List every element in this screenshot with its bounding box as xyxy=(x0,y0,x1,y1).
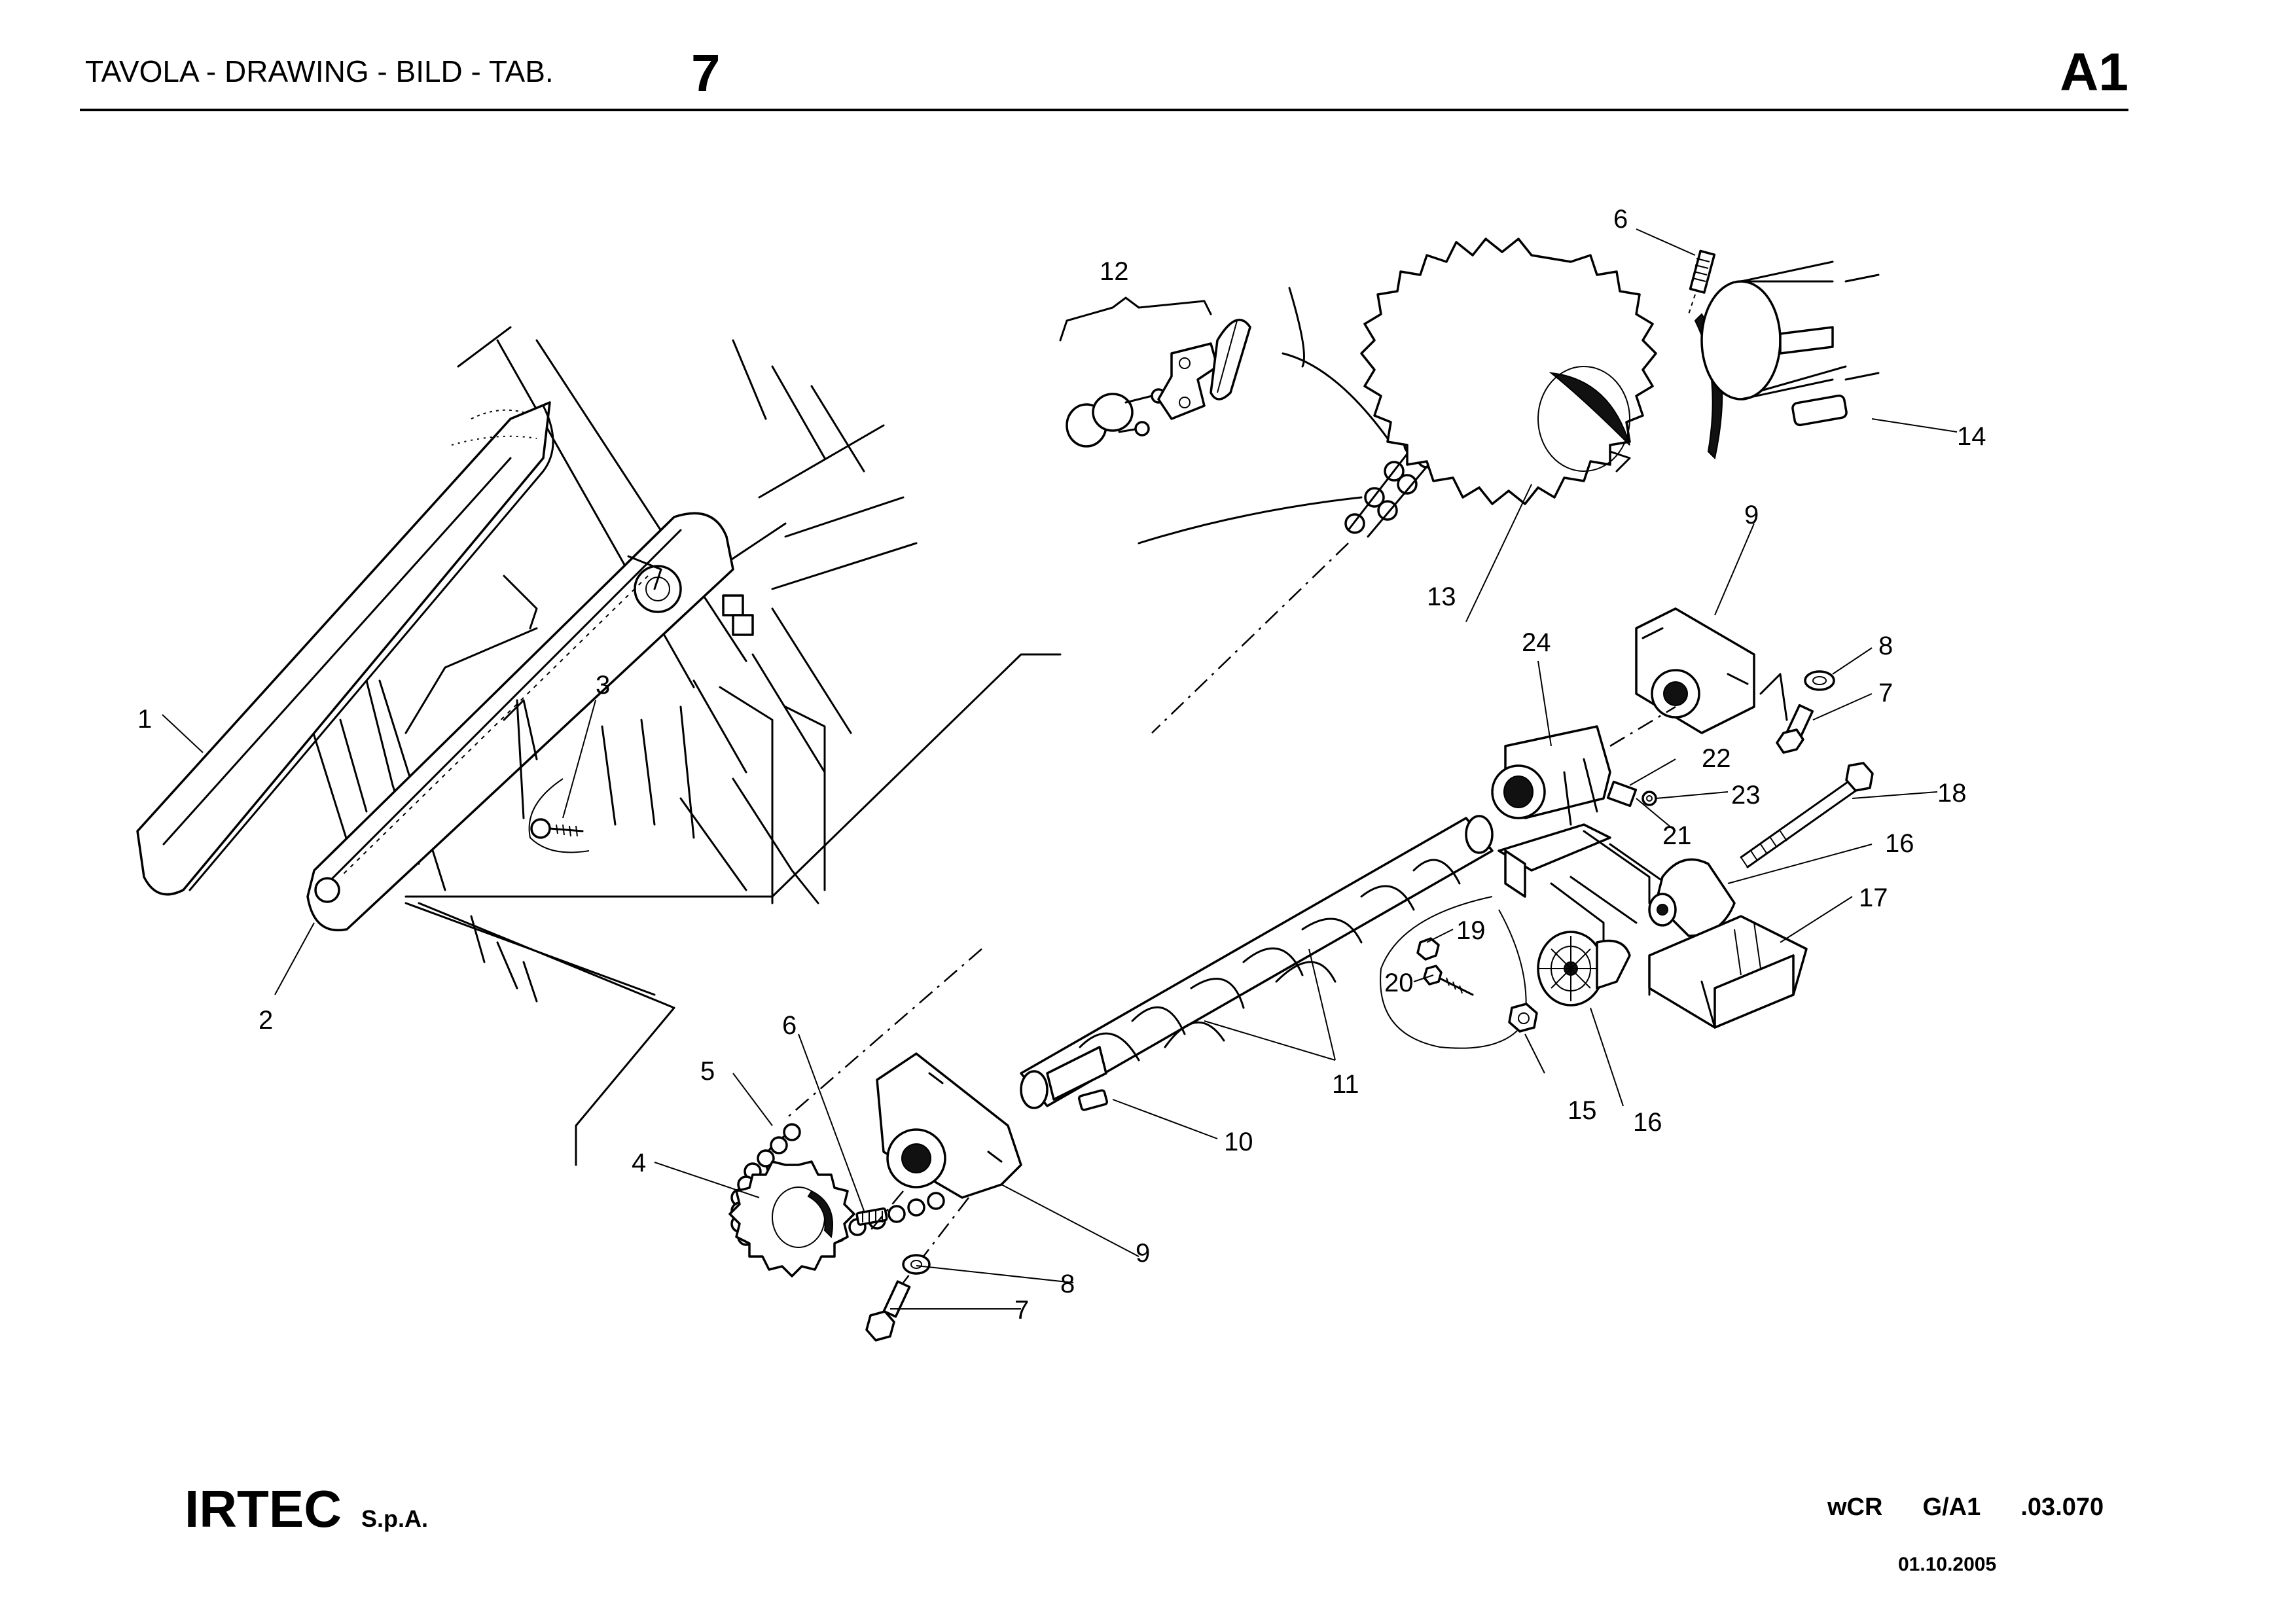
company-legal-suffix: S.p.A. xyxy=(361,1505,429,1532)
callout-23: 23 xyxy=(1731,781,1761,810)
callout-10: 10 xyxy=(1224,1128,1253,1156)
table-number: 7 xyxy=(691,44,721,102)
callout-24: 24 xyxy=(1522,628,1551,657)
callout-6-upper: 6 xyxy=(1613,205,1628,234)
section-code: A1 xyxy=(2060,43,2128,102)
part-7-bolt-lower xyxy=(865,1280,911,1342)
part-8-washer-upper xyxy=(1804,670,1835,691)
callout-4: 4 xyxy=(632,1149,646,1177)
housing-bracket xyxy=(1498,823,1677,950)
part-6-set-screw-upper xyxy=(1688,249,1716,315)
callout-14: 14 xyxy=(1957,422,1986,451)
part-9-bearing-block-upper xyxy=(1635,607,1788,734)
callout-22: 22 xyxy=(1702,744,1731,773)
part-12-chain-link-set xyxy=(1059,296,1251,448)
callout-3: 3 xyxy=(596,671,610,700)
part-4-small-sprocket xyxy=(728,1160,855,1277)
callout-1: 1 xyxy=(137,705,152,734)
callout-17: 17 xyxy=(1859,883,1888,912)
callout-8-lower: 8 xyxy=(1060,1270,1075,1298)
callout-numbers: 1 2 3 4 5 6 6 7 7 8 8 9 9 10 11 12 13 14… xyxy=(137,205,1986,1325)
callout-7-lower: 7 xyxy=(1014,1296,1029,1325)
part-13-large-sprocket xyxy=(1360,238,1723,505)
callout-20: 20 xyxy=(1384,969,1414,997)
part-10-shaft-key xyxy=(1077,1089,1109,1111)
callout-13: 13 xyxy=(1427,582,1456,611)
callout-8-upper: 8 xyxy=(1878,632,1893,660)
callout-9-upper: 9 xyxy=(1744,501,1759,529)
callout-6-lower: 6 xyxy=(782,1011,797,1040)
part-17-support-bracket xyxy=(1648,915,1808,1029)
callout-2: 2 xyxy=(259,1006,273,1035)
part-16-cone-bearing-lower xyxy=(1537,931,1631,1007)
callout-18: 18 xyxy=(1937,779,1967,808)
callout-11: 11 xyxy=(1332,1070,1359,1099)
callout-9-lower: 9 xyxy=(1136,1239,1150,1268)
part-14-shaft-key xyxy=(1791,394,1848,427)
callout-16-upper: 16 xyxy=(1885,829,1914,858)
callout-21: 21 xyxy=(1662,821,1692,850)
machine-frame-sketch xyxy=(300,326,1062,1166)
drawing-table-label: TAVOLA - DRAWING - BILD - TAB. xyxy=(85,54,554,88)
callout-16-lower: 16 xyxy=(1633,1108,1662,1137)
parts-21-22-23-small-fittings xyxy=(1606,780,1657,808)
part-11-auger-shaft xyxy=(785,815,1494,1120)
part-3-self-tapping-screw xyxy=(503,699,590,853)
part-2-inner-chain-guard xyxy=(306,512,754,932)
document-date: 01.10.2005 xyxy=(1898,1554,1997,1575)
document-code: wCR G/A1 .03.070 xyxy=(1827,1493,2104,1521)
callout-leader-lines xyxy=(162,228,1958,1310)
header-divider xyxy=(80,109,2128,111)
part-7-bolt-upper xyxy=(1776,704,1814,754)
callout-15: 15 xyxy=(1568,1096,1597,1125)
callout-19: 19 xyxy=(1456,916,1486,945)
part-24-shaft-housing xyxy=(1491,705,1676,826)
callout-5: 5 xyxy=(700,1057,715,1086)
drive-shaft-end xyxy=(1700,260,1880,401)
part-9-bearing-block-lower xyxy=(870,1052,1022,1283)
company-name: IRTEC xyxy=(185,1480,342,1538)
callout-7-upper: 7 xyxy=(1878,679,1893,707)
part-8-washer-lower xyxy=(902,1254,931,1275)
callout-12: 12 xyxy=(1100,257,1129,286)
part-18-long-bolt xyxy=(1740,762,1874,868)
part-1-chain-guard-cover xyxy=(136,401,554,896)
part-15-hex-nut xyxy=(1508,1003,1538,1033)
